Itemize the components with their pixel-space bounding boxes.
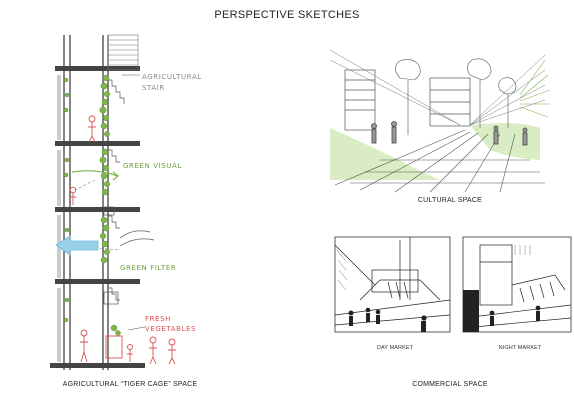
caption-commercial-space: COMMERCIAL SPACE (412, 381, 488, 388)
caption-cultural-space: CULTURAL SPACE (417, 197, 483, 204)
page-title: PERSPECTIVE SKETCHES (214, 9, 360, 21)
label-day-market: DAY MARKET (376, 345, 414, 351)
label-fresh-vegetables-line2: VEGETABLES (145, 325, 197, 333)
label-green-filter: GREEN FILTER (120, 264, 177, 272)
label-fresh-vegetables: FRESH VEGETABLES (145, 314, 196, 334)
label-night-market: NIGHT MARKET (498, 345, 542, 351)
label-agricultural-stair-line2: STAIR (142, 84, 165, 92)
label-green-visual: GREEN VISUAL (123, 162, 182, 170)
label-agricultural-stair: AGRICULTURAL STAIR (142, 72, 202, 94)
caption-tiger-cage: AGRICULTURAL “TIGER CAGE” SPACE (62, 381, 198, 388)
label-agricultural-stair-line1: AGRICULTURAL (142, 73, 202, 81)
label-fresh-vegetables-line1: FRESH (145, 315, 172, 323)
